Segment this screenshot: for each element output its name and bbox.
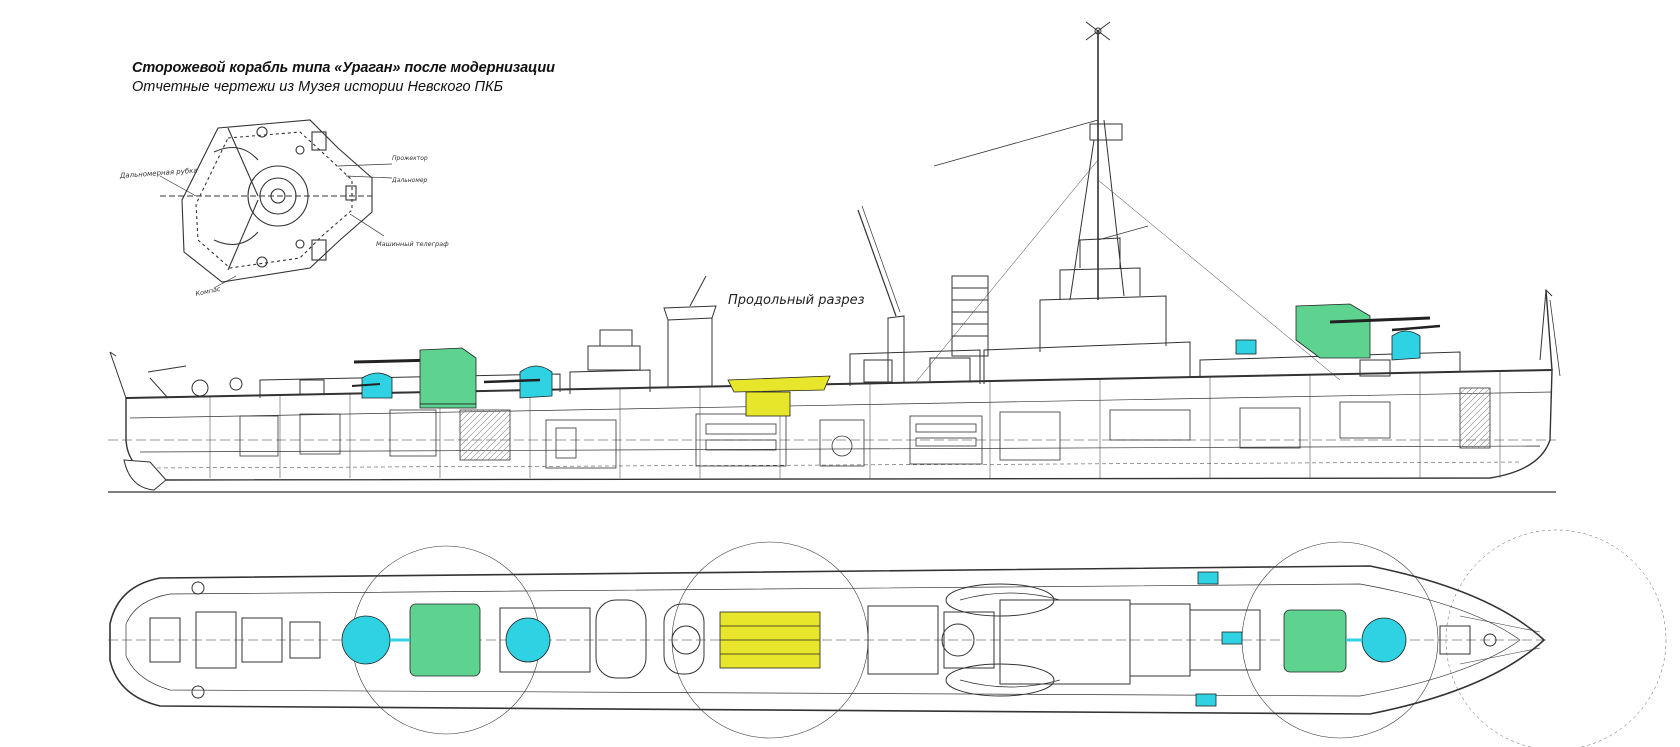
profile-armament — [351, 303, 1441, 417]
deck-armament — [341, 571, 1407, 707]
sheet-subtitle: Отчетные чертежи из Музея истории Невско… — [132, 79, 504, 95]
bridge-label-3: Машинный телеграф — [376, 240, 449, 248]
bridge-label-4: Компас — [195, 285, 222, 298]
bridge-label-0: Дальномерная рубка — [119, 167, 198, 180]
bridge-label-1: Прожектор — [392, 155, 428, 162]
bridge-label-2: Дальномер — [391, 177, 428, 184]
deck-plan-view — [108, 529, 1667, 747]
profile-label: Продольный разрез — [728, 293, 865, 308]
bridge-plan-view: Дальномерная рубка Прожектор Дальномер М… — [119, 119, 449, 298]
sheet-title: Сторожевой корабль типа «Ураган» после м… — [132, 60, 555, 76]
profile-view — [108, 21, 1561, 493]
